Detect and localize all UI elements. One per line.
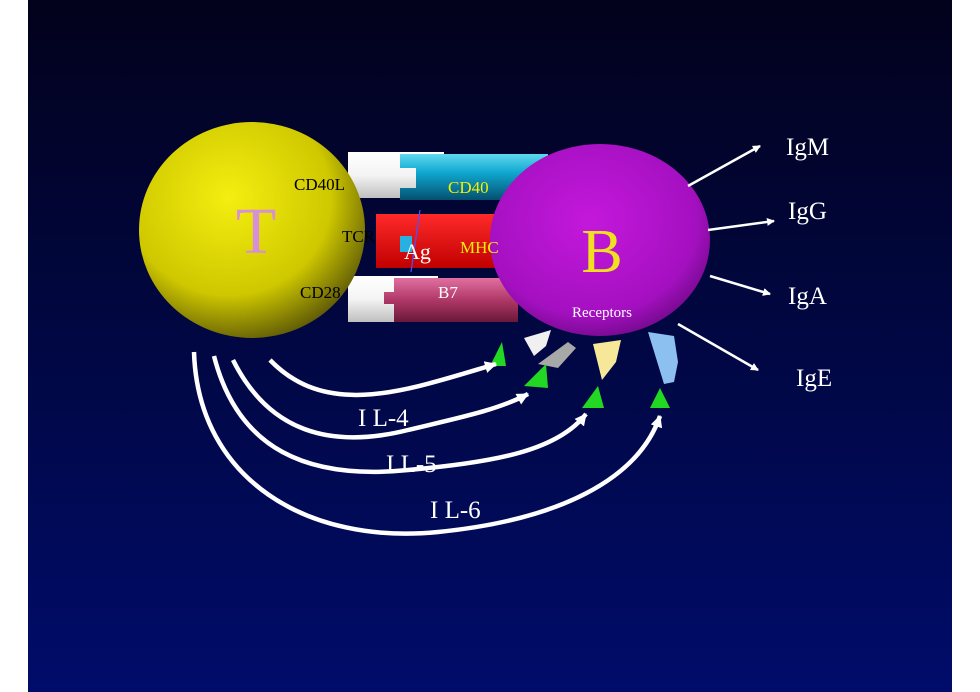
cd40l-label: CD40L (294, 175, 345, 194)
diagram-canvas: T B Receptors CD40L CD40 TCR Ag MHC CD28… (28, 0, 952, 692)
receptor-triangle-4 (650, 388, 670, 408)
t-cell-label: T (236, 195, 276, 268)
antibody-label-igg: IgG (788, 198, 827, 225)
receptor-bars (348, 152, 548, 322)
slide-background (28, 0, 952, 692)
ige-arrow (677, 322, 759, 372)
receptor-triangle-3 (582, 386, 604, 408)
il-label-4: I L-4 (358, 405, 409, 432)
cd40-label: CD40 (448, 178, 489, 197)
igg-arrow (707, 217, 775, 232)
il-arrow-3 (211, 355, 588, 475)
il-label-5: I L-5 (386, 451, 437, 478)
t-cell (139, 122, 365, 338)
tcr-label: TCR (342, 227, 376, 246)
antibody-arrows (677, 144, 775, 372)
cd28-label: CD28 (300, 283, 341, 302)
il-arrow-2 (230, 358, 530, 440)
mhc-block (376, 214, 496, 268)
receptor-wedge-yellow (593, 340, 621, 380)
b7-bar (384, 278, 518, 322)
b7-label: B7 (438, 283, 458, 302)
igm-arrow (687, 144, 761, 188)
receptor-wedge-gray (538, 342, 576, 368)
b-cell-label: B (581, 218, 622, 286)
iga-arrow (709, 274, 771, 296)
il-arrow-4 (191, 351, 663, 536)
receptor-wedge-blue (648, 332, 678, 384)
b-cell (490, 144, 710, 336)
antigen-marker (400, 236, 412, 252)
ag-label: Ag (404, 239, 431, 264)
il-arrow-1 (268, 358, 497, 398)
antibody-label-iga: IgA (788, 283, 827, 310)
antibody-label-ige: IgE (796, 365, 832, 392)
antibody-label-igm: IgM (786, 134, 829, 161)
tcr-line (410, 209, 421, 273)
il-label-6: I L-6 (430, 497, 481, 524)
cytokine-receptors (490, 330, 678, 408)
receptor-triangle-2 (524, 364, 548, 388)
receptor-triangle-1 (490, 342, 506, 366)
receptors-label: Receptors (572, 305, 632, 321)
slide: T B Receptors CD40L CD40 TCR Ag MHC CD28… (28, 0, 952, 692)
mhc-label: MHC (460, 238, 499, 257)
receptor-wedge-white (524, 330, 551, 356)
interleukin-arrows (191, 351, 663, 536)
